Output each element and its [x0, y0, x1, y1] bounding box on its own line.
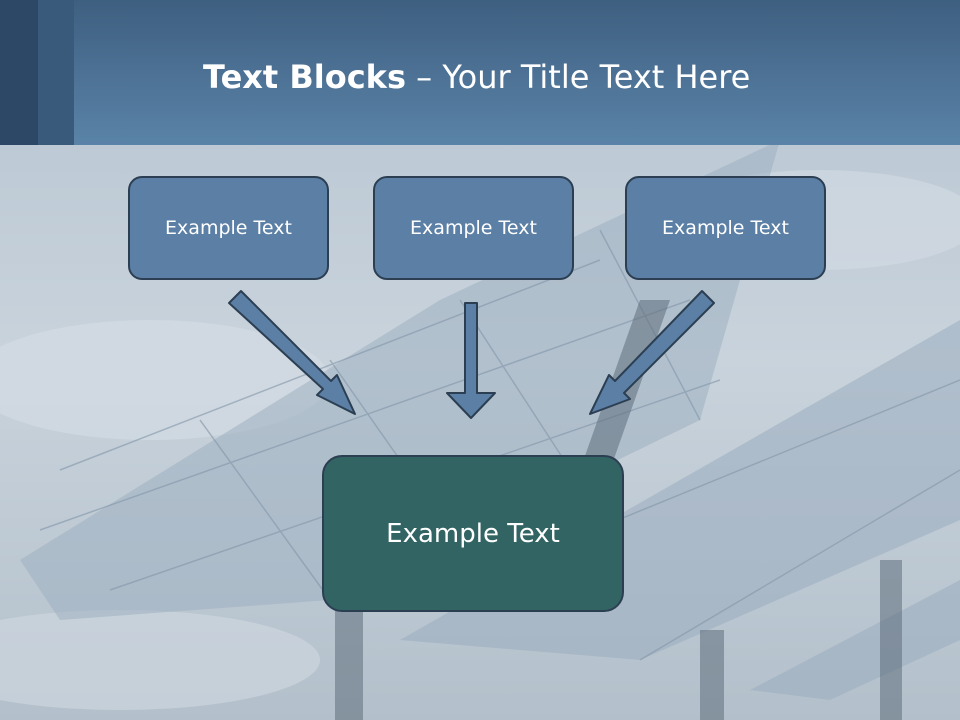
slide-title[interactable]: Text Blocks – Your Title Text Here [203, 55, 750, 99]
title-accent-mid [38, 0, 74, 145]
text-block-1[interactable]: Example Text [128, 176, 329, 280]
title-bar [0, 0, 960, 145]
arrow-down-right-icon[interactable] [228, 290, 356, 415]
arrow-down-icon[interactable] [446, 302, 496, 419]
text-block-2-label: Example Text [410, 217, 537, 239]
text-block-3-label: Example Text [662, 217, 789, 239]
arrow-down-left-icon[interactable] [589, 290, 715, 415]
result-block[interactable]: Example Text [322, 455, 624, 612]
result-block-label: Example Text [386, 518, 560, 549]
title-accent-dark [0, 0, 38, 145]
title-rest: Your Title Text Here [442, 58, 751, 96]
title-bold: Text Blocks [203, 58, 406, 96]
title-dash: – [406, 58, 443, 96]
text-block-2[interactable]: Example Text [373, 176, 574, 280]
text-block-3[interactable]: Example Text [625, 176, 826, 280]
text-block-1-label: Example Text [165, 217, 292, 239]
